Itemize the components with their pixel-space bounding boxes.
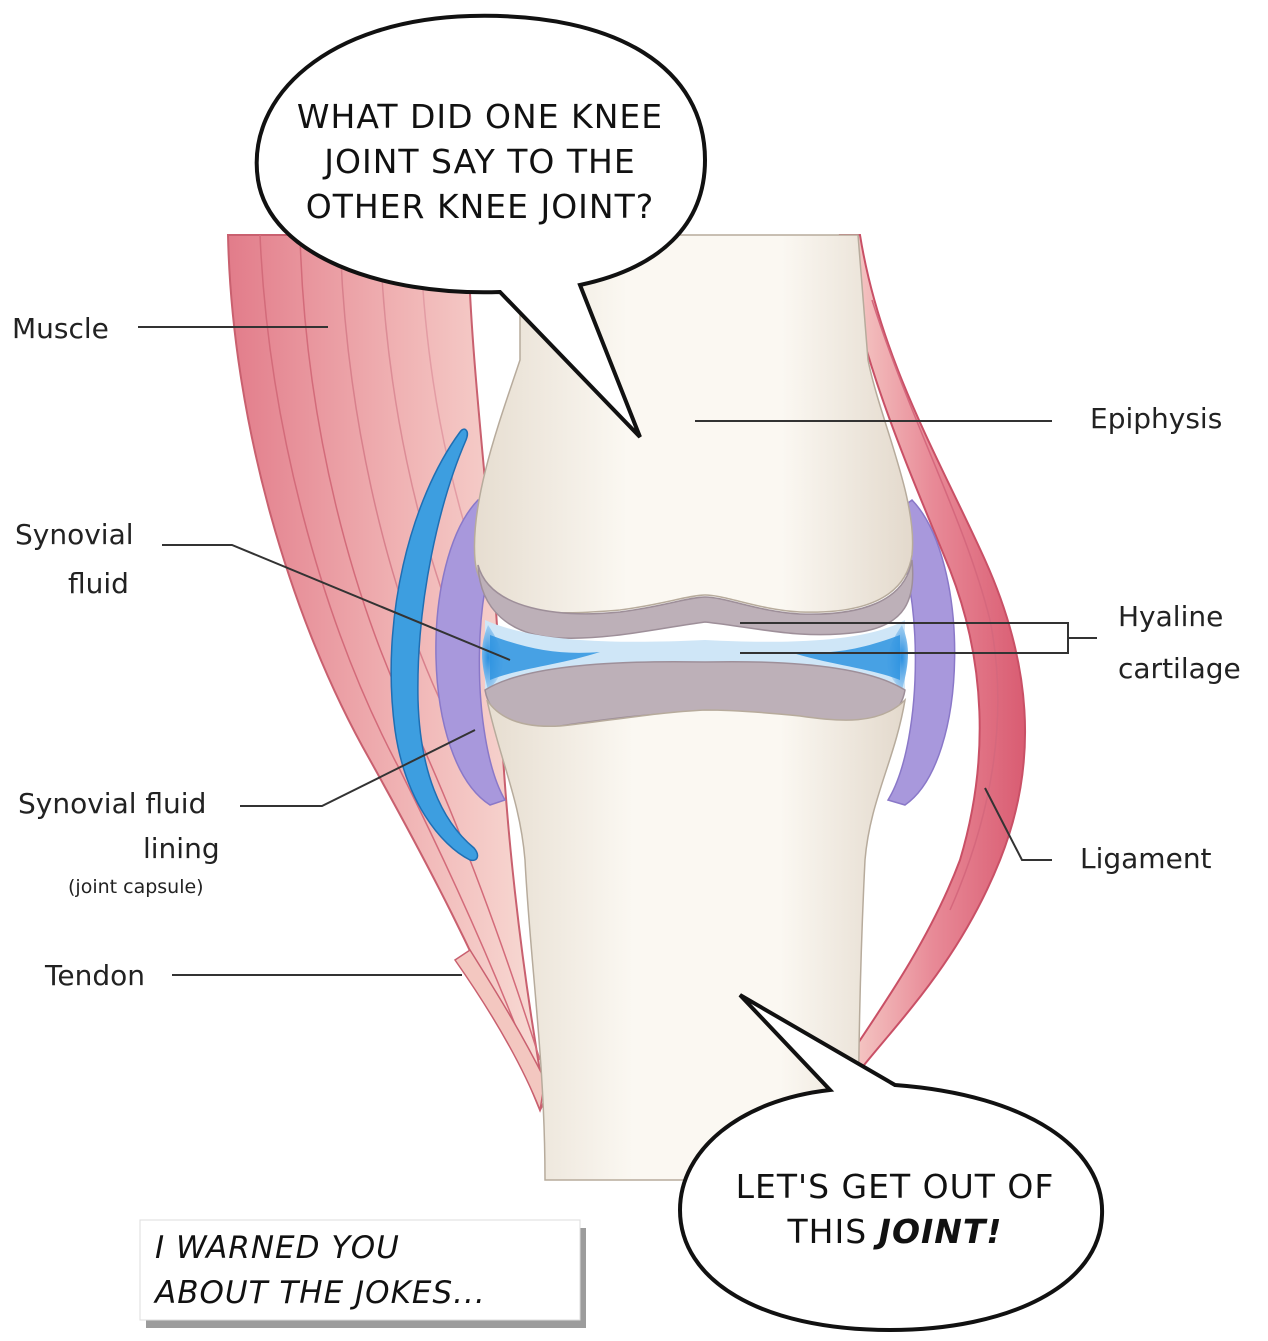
label-muscle: Muscle (12, 312, 109, 345)
label-tendon: Tendon (44, 959, 145, 992)
label-lining-1: Synovial fluid (18, 787, 206, 820)
label-hyaline-2: cartilage (1118, 652, 1241, 685)
label-synovial-fluid-2: fluid (68, 567, 129, 600)
label-hyaline-1: Hyaline (1118, 600, 1223, 633)
bubble-top-line-1: WHAT DID ONE KNEE (297, 97, 663, 136)
label-synovial-fluid-1: Synovial (15, 518, 134, 551)
caption-line-1: I WARNED YOU (155, 1230, 400, 1266)
bubble-bottom-line-1: LET'S GET OUT OF (736, 1167, 1055, 1206)
label-lining-3: (joint capsule) (68, 876, 204, 898)
bubble-top-line-2: JOINT SAY TO THE (322, 142, 635, 181)
label-lining-2: lining (143, 832, 220, 865)
label-epiphysis: Epiphysis (1090, 402, 1222, 435)
bubble-bottom-line-2: THIS JOINT! (787, 1212, 1003, 1251)
label-ligament: Ligament (1080, 842, 1212, 875)
bubble-bottom-line-2b: JOINT! (873, 1212, 1003, 1251)
bubble-top-line-3: OTHER KNEE JOINT? (306, 187, 655, 226)
caption-box: I WARNED YOU ABOUT THE JOKES... (140, 1220, 586, 1328)
bubble-bottom-line-2a: THIS (787, 1212, 879, 1251)
caption-line-2: ABOUT THE JOKES... (153, 1275, 486, 1311)
